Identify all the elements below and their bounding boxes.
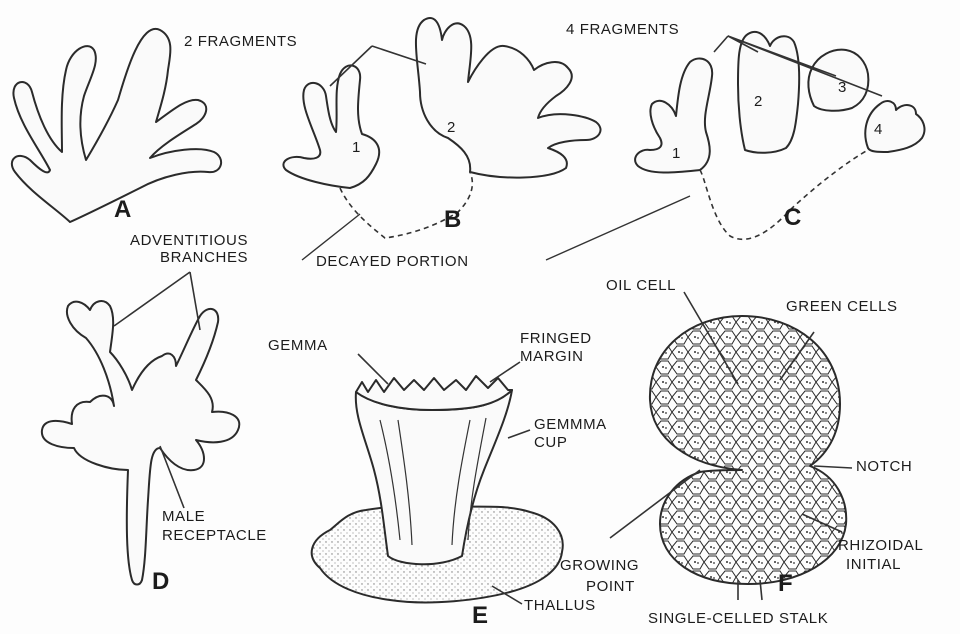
leader-adventitious (114, 272, 200, 330)
thallus-c-fragment-2 (738, 32, 799, 153)
figure-letter-d: D (152, 570, 169, 594)
fragment-number-c-1: 1 (672, 146, 680, 162)
thallus-a (12, 29, 221, 222)
leader-cup (508, 430, 530, 438)
fragment-number-c-2: 2 (754, 94, 762, 110)
figure-letter-f: F (778, 572, 793, 596)
label-gemma: GEMMA (268, 337, 328, 354)
fragment-number-c-4: 4 (874, 122, 882, 138)
label-fringed: FRINGED (520, 330, 592, 347)
fragment-number-c-3: 3 (838, 80, 846, 96)
label-gemma-cup-2: CUP (534, 434, 567, 451)
label-growing: GROWING (560, 557, 639, 574)
leader-gemma (358, 354, 388, 384)
figure-letter-c: C (784, 206, 801, 230)
figure-letter-a: A (114, 198, 131, 222)
fragment-number-b-2: 2 (447, 120, 455, 136)
label-gemma-cup-1: GEMMMA (534, 416, 607, 433)
label-receptacle: RECEPTACLE (162, 527, 267, 544)
label-point: POINT (586, 578, 635, 595)
figure-letter-b: B (444, 208, 461, 232)
label-branches: BRANCHES (160, 249, 248, 266)
label-margin: MARGIN (520, 348, 584, 365)
label-2-fragments: 2 FRAGMENTS (184, 33, 297, 50)
gemma-f (650, 316, 846, 584)
label-adventitious: ADVENTITIOUS (130, 232, 248, 249)
label-oil-cell: OIL CELL (606, 277, 676, 294)
label-male: MALE (162, 508, 205, 525)
label-4-fragments: 4 FRAGMENTS (566, 21, 679, 38)
fragment-number-b-1: 1 (352, 140, 360, 156)
label-green-cells: GREEN CELLS (786, 298, 898, 315)
leader-notch (814, 466, 852, 468)
label-notch: NOTCH (856, 458, 912, 475)
figure-letter-e: E (472, 604, 488, 628)
label-stalk: SINGLE-CELLED STALK (648, 610, 828, 627)
leader-fringed (490, 362, 520, 382)
thallus-b-fragment-2 (416, 18, 601, 178)
leader-decayed (302, 196, 690, 260)
label-initial: INITIAL (846, 556, 901, 573)
label-decayed-portion: DECAYED PORTION (316, 253, 469, 270)
label-thallus: THALLUS (524, 597, 596, 614)
label-rhizoidal: RHIZOIDAL (838, 537, 923, 554)
